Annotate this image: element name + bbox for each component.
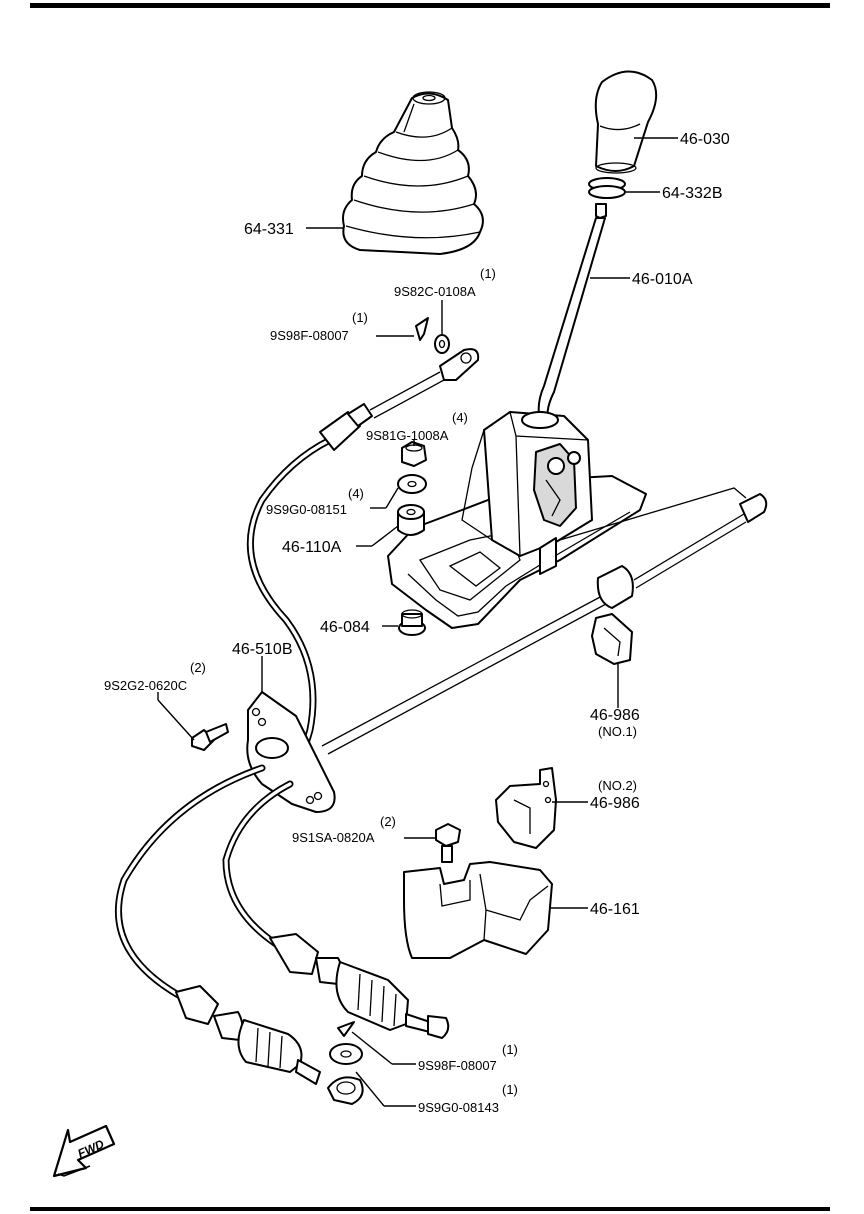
shift-lever: [537, 203, 607, 421]
cable-end-lower-left: [175, 985, 364, 1105]
cable-bracket: [246, 691, 336, 813]
washer-9s9g0-08143: [329, 1043, 363, 1065]
label-46-510b: 46-510B: [232, 641, 293, 658]
bottom-border: [30, 1207, 830, 1211]
label-9s2g2-0620c: 9S2G2-0620C: [104, 678, 187, 693]
label-64-331: 64-331: [244, 221, 294, 238]
label-46-030: 46-030: [680, 131, 730, 148]
washer-upper: [434, 334, 450, 354]
label-46-986-no1-note: (NO.1): [598, 724, 637, 739]
label-9s9g0-08151-qty: (4): [348, 486, 364, 501]
clip-46-986-no2: [495, 767, 557, 849]
bolt-9s2g2: [191, 723, 229, 751]
nut-9s81g: [401, 441, 427, 467]
label-9s1sa-0820a: 9S1SA-0820A: [292, 830, 375, 845]
label-9s98f-08007-lower: 9S98F-08007: [418, 1058, 497, 1073]
shifter-housing: [387, 411, 647, 629]
label-9s98f-08007-upper: 9S98F-08007: [270, 328, 349, 343]
bushing-46-110a: [397, 504, 425, 536]
label-46-986-no2-note: (NO.2): [598, 778, 637, 793]
label-9s9g0-08143-qty: (1): [502, 1082, 518, 1097]
label-46-986-no1: 46-986: [590, 707, 640, 724]
clip-46-986-no1: [591, 613, 633, 665]
cables-lower: [114, 764, 294, 1000]
label-46-084: 46-084: [320, 619, 370, 636]
label-9s98f-upper-qty: (1): [352, 310, 368, 325]
label-9s81g-1008a: 9S81G-1008A: [366, 428, 449, 443]
bolt-9s1sa: [435, 823, 461, 863]
label-64-332b: 64-332B: [662, 185, 723, 202]
cover-46-161: [403, 861, 553, 959]
label-46-161: 46-161: [590, 901, 640, 918]
select-cable-right: [321, 487, 768, 755]
cable-end-lower-right: [269, 933, 450, 1039]
label-9s98f-lower-qty: (1): [502, 1042, 518, 1057]
shift-cable-upper: [246, 348, 480, 784]
fwd-arrow-icon: FWD: [52, 1124, 116, 1178]
washer-9s9g0-08151: [397, 474, 427, 494]
knob-ring: [588, 177, 626, 199]
label-9s81g-qty: (4): [452, 410, 468, 425]
label-46-010a: 46-010A: [632, 271, 693, 288]
leader-lines: [157, 137, 678, 1107]
label-9s82c-qty: (1): [480, 266, 496, 281]
clip-pin-upper: [415, 317, 429, 341]
label-9s82c-0108a: 9S82C-0108A: [394, 284, 476, 299]
washer-upper-hole: [438, 339, 446, 349]
label-9s2g2-qty: (2): [190, 660, 206, 675]
top-border: [30, 3, 830, 8]
shift-knob: [594, 70, 658, 174]
part-labels: 46-030 64-332B 64-331 46-010A (1) 9S82C-…: [104, 131, 730, 1115]
clip-pin-lower: [337, 1021, 355, 1037]
bushing-46-084: [398, 609, 426, 636]
label-46-110a: 46-110A: [282, 539, 342, 556]
label-9s9g0-08143: 9S9G0-08143: [418, 1100, 499, 1115]
label-46-986-no2: 46-986: [590, 795, 640, 812]
shift-boot: [342, 91, 484, 255]
label-9s1sa-qty: (2): [380, 814, 396, 829]
label-9s9g0-08151: 9S9G0-08151: [266, 502, 347, 517]
